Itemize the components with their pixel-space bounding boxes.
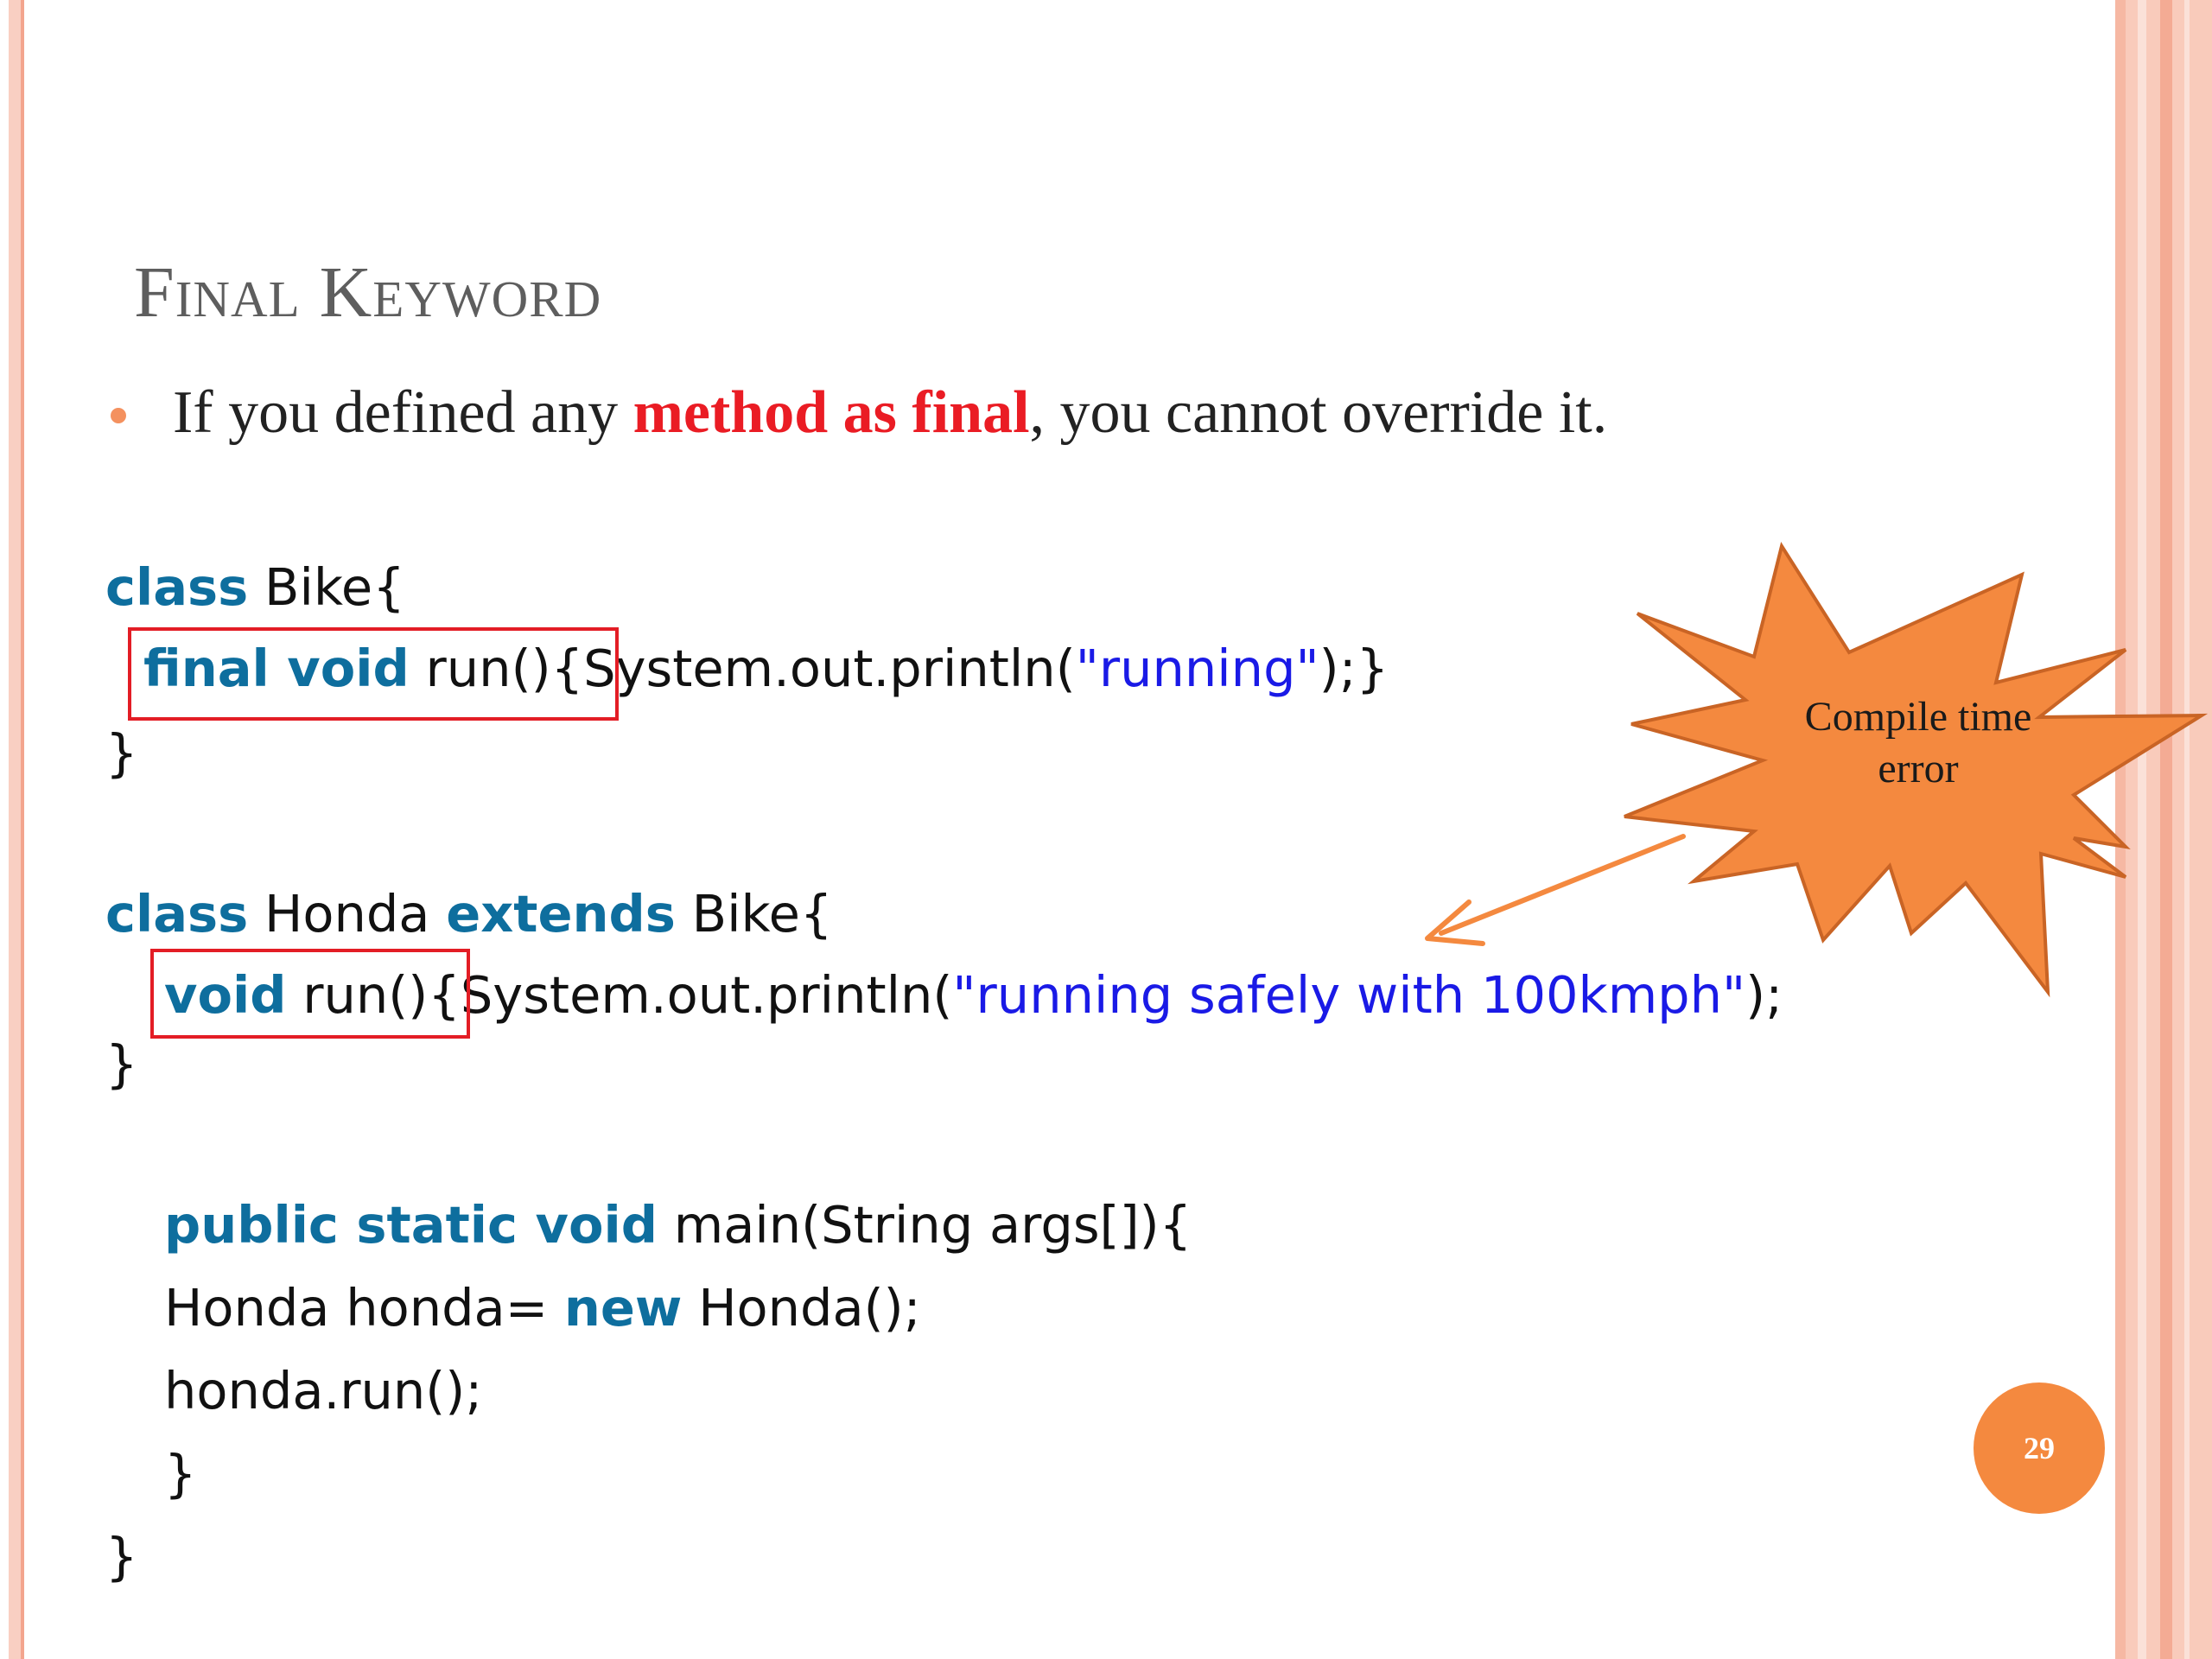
- override-method-highlight-box: [150, 949, 470, 1039]
- code-text: );: [1745, 965, 1783, 1025]
- code-text: Honda: [248, 884, 447, 944]
- code-text: );}: [1319, 639, 1389, 698]
- page-number: 29: [2024, 1431, 2055, 1465]
- code-text: run(){System.out.println(: [409, 639, 1076, 698]
- code-text: Bike{: [248, 557, 405, 617]
- code-keyword: extends: [446, 884, 676, 944]
- code-keyword: class: [105, 557, 249, 617]
- code-keyword: new: [563, 1278, 683, 1338]
- code-text: Bike{: [675, 884, 833, 944]
- code-line-7: public static void main(String args[]){: [164, 1191, 1192, 1260]
- code-keyword: void: [164, 965, 287, 1025]
- bullet-text-before: If you defined any: [173, 379, 633, 446]
- code-keyword: class: [105, 884, 249, 944]
- bullet-icon: [111, 408, 126, 423]
- code-line-8: Honda honda= new Honda();: [164, 1274, 921, 1343]
- code-string: "running": [1075, 639, 1319, 698]
- code-keyword: final void: [143, 639, 410, 698]
- right-border-stripe: [2184, 0, 2190, 1659]
- code-line-9: honda.run();: [164, 1361, 483, 1421]
- callout-arrow: [1425, 834, 1686, 946]
- code-text: Honda();: [682, 1278, 921, 1338]
- bullet-text-after: , you cannot override it.: [1029, 379, 1608, 446]
- code-line-3: }: [105, 723, 138, 783]
- code-line-5: void run(){System.out.println("running s…: [164, 961, 1783, 1030]
- left-border-stripe-inner: [21, 0, 24, 1659]
- code-line-4: class Honda extends Bike{: [105, 880, 832, 949]
- right-border-stripe: [2160, 0, 2172, 1659]
- bullet-highlight: method as final: [632, 379, 1030, 446]
- code-line-10: }: [164, 1444, 197, 1503]
- starburst-callout-shape: [1624, 541, 2209, 998]
- code-text: main(String args[]){: [657, 1195, 1192, 1255]
- code-keyword: public static void: [164, 1195, 658, 1255]
- bullet-text: If you defined any method as final, you …: [173, 378, 1607, 448]
- code-text: run(){System.out.println(: [286, 965, 953, 1025]
- page-number-badge: 29: [1974, 1382, 2105, 1514]
- left-border-stripe: [9, 0, 21, 1659]
- code-text: Honda honda=: [164, 1278, 564, 1338]
- slide-title: Final Keyword: [134, 252, 602, 333]
- right-border-stripe: [2115, 0, 2126, 1659]
- code-line-1: class Bike{: [105, 553, 405, 622]
- code-string: "running safely with 100kmph": [952, 965, 1746, 1025]
- code-line-11: }: [105, 1527, 138, 1586]
- right-border-stripe: [2138, 0, 2146, 1659]
- code-line-6: }: [105, 1034, 138, 1094]
- final-method-highlight-box: [128, 627, 619, 721]
- code-line-2: final void run(){System.out.println("run…: [143, 634, 1389, 703]
- callout-text: Compile time error: [1804, 694, 2032, 791]
